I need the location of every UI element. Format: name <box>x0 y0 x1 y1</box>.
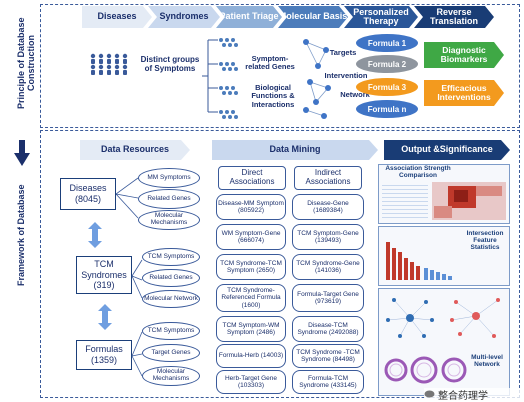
direct-association-2: WM Symptom-Gene (666074) <box>216 224 286 250</box>
pipeline-molecular-basis: Molecular Basis <box>278 6 348 28</box>
watermark-logo: 整合药理学 <box>424 388 520 402</box>
formulas-count: (1359) <box>90 355 117 365</box>
pipeline-patient-triage: Patient Triage <box>216 6 282 28</box>
pipeline-reverse-translation: Reverse Translation <box>414 6 494 28</box>
people-row-4 <box>218 106 240 119</box>
efficacious-interventions-box: Efficacious Interventions <box>424 80 504 106</box>
diagnostic-biomarkers-box: Diagnostic Biomarkers <box>424 42 504 68</box>
people-groups-icon <box>88 52 136 76</box>
tcm-syndromes-count: (319) <box>93 280 115 291</box>
formula-item-target-genes: Target Genes <box>142 344 200 362</box>
circos-graphic <box>384 356 467 384</box>
direct-association-6: Formula-Herb (14003) <box>216 344 286 368</box>
indirect-association-1: Disease-Gene (1689384) <box>292 194 364 220</box>
disease-item-related-genes: Related Genes <box>138 189 200 209</box>
heatmap-side-lines <box>382 184 428 218</box>
diseases-count: (8045) <box>74 194 101 204</box>
intersection-feature-title: Intersection Feature Statistics <box>466 230 504 252</box>
formula-item-tcm-symptoms: TCM Symptoms <box>142 322 200 340</box>
framework-frame <box>40 130 520 398</box>
diseases-name: Diseases <box>69 183 107 194</box>
indirect-association-6: TCM Syndrome -TCM Syndrome (84498) <box>292 344 364 368</box>
disease-item-molecular-mechanisms: Molecular Mechanisms <box>138 210 200 230</box>
watermark-text: 整合药理学 <box>438 391 488 402</box>
network-label: Network <box>340 90 370 99</box>
direct-association-3: TCM Syndrome-TCM Symptom (2650) <box>216 254 286 280</box>
brace-lines <box>202 39 218 113</box>
indirect-association-4: Formula-Target Gene (973619) <box>292 284 364 312</box>
chat-bubble-icon <box>424 390 435 398</box>
indirect-association-2: TCM Symptom-Gene (139493) <box>292 224 364 250</box>
indirect-association-5: Disease-TCM Syndrome (2492088) <box>292 316 364 342</box>
association-strength-title: Association Strength Comparison <box>385 165 451 180</box>
bio-functions-label: Biological Functions & Interactions <box>251 83 295 109</box>
down-arrow-icon <box>14 140 30 166</box>
formulas-name: Formulas <box>85 344 123 355</box>
people-row-3 <box>218 82 240 95</box>
people-row-2 <box>218 58 240 71</box>
formulas-box: Formulas (1359) <box>76 340 132 370</box>
pipeline-personalized-therapy: Personalized Therapy <box>344 6 418 28</box>
direct-association-1: Disease-MM Symptom (805922) <box>216 194 286 220</box>
indirect-associations-header: Indirect Associations <box>294 166 362 190</box>
double-arrow-icon-2 <box>98 304 112 330</box>
tcm-syndromes-name: TCM Syndromes <box>81 258 127 280</box>
framework-side-label: Framework of Database <box>16 184 26 286</box>
people-row-1 <box>218 34 240 47</box>
principle-frame <box>40 4 520 128</box>
multi-level-network-title: Multi-level Network <box>471 354 503 369</box>
formula-2-pill: Formula 2 <box>356 55 418 73</box>
indirect-association-7: Formula-TCM Syndrome (433145) <box>292 370 364 394</box>
heatmap-graphic <box>432 182 506 220</box>
symptom-groups-label: Distinct groups of Symptoms <box>140 55 200 73</box>
tcm-syndromes-box: TCM Syndromes (319) <box>76 256 132 294</box>
disease-item-mm-symptoms: MM Symptoms <box>138 168 200 188</box>
bar-chart-graphic <box>386 242 452 280</box>
direct-association-7: Herb-Target Gene (103303) <box>216 370 286 394</box>
formula-3-pill: Formula 3 <box>356 78 418 96</box>
intervention-label: Intervention <box>324 71 368 80</box>
principle-side-label: Principle of Database Construction <box>16 17 36 109</box>
header-data-mining: Data Mining <box>212 140 378 160</box>
syndrome-item-tcm-symptoms: TCM Symptoms <box>142 248 200 266</box>
network-graphic <box>386 298 500 338</box>
syndrome-item-molecular-network: Molecular Network <box>142 290 200 308</box>
direct-associations-header: Direct Associations <box>218 166 286 190</box>
symptom-genes-label: Symptom-related Genes <box>245 54 295 72</box>
formula-n-pill: Formula n <box>356 100 418 118</box>
direct-association-5: TCM Symptom-WM Symptom (2486) <box>216 316 286 342</box>
syndrome-item-related-genes: Related Genes <box>142 269 200 287</box>
formula-1-pill: Formula 1 <box>356 34 418 52</box>
pipeline-diseases: Diseases <box>82 6 152 28</box>
diseases-box: Diseases (8045) <box>60 178 116 210</box>
double-arrow-icon-1 <box>88 222 102 248</box>
formula-item-molecular-mechanisms: Molecular Mechanisms <box>142 366 200 386</box>
header-data-resources: Data Resources <box>80 140 190 160</box>
resource-connectors <box>116 177 143 377</box>
targets-label: Targets <box>329 48 357 57</box>
direct-association-4: TCM Syndrome-Referenced Formula (1600) <box>216 284 286 312</box>
molecule-network-icon <box>303 39 331 119</box>
header-output-significance: Output &Significance <box>384 140 510 160</box>
indirect-association-3: TCM Syndrome-Gene (141036) <box>292 254 364 280</box>
pipeline-syndromes: Syndromes <box>148 6 220 28</box>
